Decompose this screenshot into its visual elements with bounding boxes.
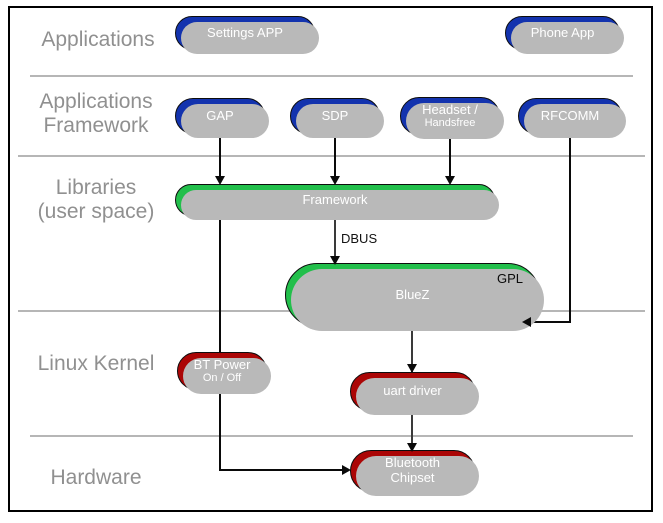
node-bt-power-sublabel: On / Off (202, 372, 242, 385)
node-uart-driver-label: uart driver (383, 383, 442, 399)
edge-framework-power-vertical (219, 214, 221, 470)
node-rfcomm[interactable]: RFCOMM (518, 98, 626, 138)
node-bluetooth-chipset-sublabel: Chipset (390, 470, 435, 485)
node-bluetooth-chipset[interactable]: Bluetooth Chipset (350, 450, 479, 496)
node-headset-handsfree[interactable]: Headset / Handsfree (400, 97, 504, 139)
edge-framework-power-horizontal (219, 469, 347, 471)
node-sdp-label: SDP (321, 107, 349, 123)
arrowhead-sdp-to-framework (330, 176, 340, 185)
edge-rfcomm-horizontal (529, 321, 571, 323)
node-gap[interactable]: GAP (175, 98, 269, 138)
node-bluez-license-tag: GPL (496, 271, 523, 286)
arrowhead-gap-to-framework (215, 176, 225, 185)
node-settings-app[interactable]: Settings APP (175, 16, 319, 54)
node-rfcomm-label: RFCOMM (540, 107, 600, 123)
edge-gap-to-framework (219, 133, 221, 183)
node-headset-handsfree-label: Headset / (422, 101, 478, 117)
node-bt-power-label: BT Power (193, 356, 251, 372)
arrowhead-framework-to-bluez (330, 256, 340, 265)
node-phone-app[interactable]: Phone App (505, 16, 624, 54)
layer-label-linux-kernel: Linux Kernel (37, 352, 155, 375)
diagram-outer-frame (8, 6, 653, 512)
layer-label-libraries: Libraries (user space) (37, 176, 155, 223)
layer-label-applications-framework: Applications Framework (39, 90, 153, 137)
node-bluez-label: BlueZ (395, 286, 430, 302)
arrowhead-rfcomm-to-bluez (522, 317, 531, 327)
arrowhead-power-to-chipset (342, 465, 351, 475)
node-settings-app-label: Settings APP (207, 24, 283, 40)
divider-applications-framework (18, 155, 645, 157)
node-headset-handsfree-sublabel: Handsfree (424, 117, 476, 130)
node-bt-power[interactable]: BT Power On / Off (177, 352, 271, 394)
node-framework-label: Framework (302, 191, 368, 207)
node-sdp[interactable]: SDP (290, 98, 384, 138)
layer-label-applications: Applications (41, 28, 155, 51)
node-phone-app-label: Phone App (530, 24, 595, 40)
edge-sdp-to-framework (334, 133, 336, 183)
node-framework[interactable]: Framework (175, 184, 499, 220)
divider-applications (30, 75, 633, 77)
arrowhead-bluez-to-uart (407, 364, 417, 373)
arrowhead-uart-to-chipset (407, 443, 417, 452)
node-bluez[interactable]: BlueZ GPL (285, 263, 544, 331)
edge-uart-to-chipset (411, 410, 413, 454)
layer-label-hardware: Hardware (50, 466, 142, 489)
edge-framework-to-bluez (334, 216, 336, 264)
arrowhead-headset-to-framework (445, 176, 455, 185)
divider-linux-kernel (30, 435, 633, 437)
edge-label-dbus: DBUS (341, 231, 378, 246)
edge-headset-to-framework (449, 133, 451, 183)
node-uart-driver[interactable]: uart driver (350, 372, 479, 415)
edge-bluez-to-uart (411, 327, 413, 373)
node-gap-label: GAP (206, 107, 234, 123)
edge-rfcomm-vertical (569, 133, 571, 322)
node-bluetooth-chipset-label: Bluetooth (385, 455, 440, 471)
